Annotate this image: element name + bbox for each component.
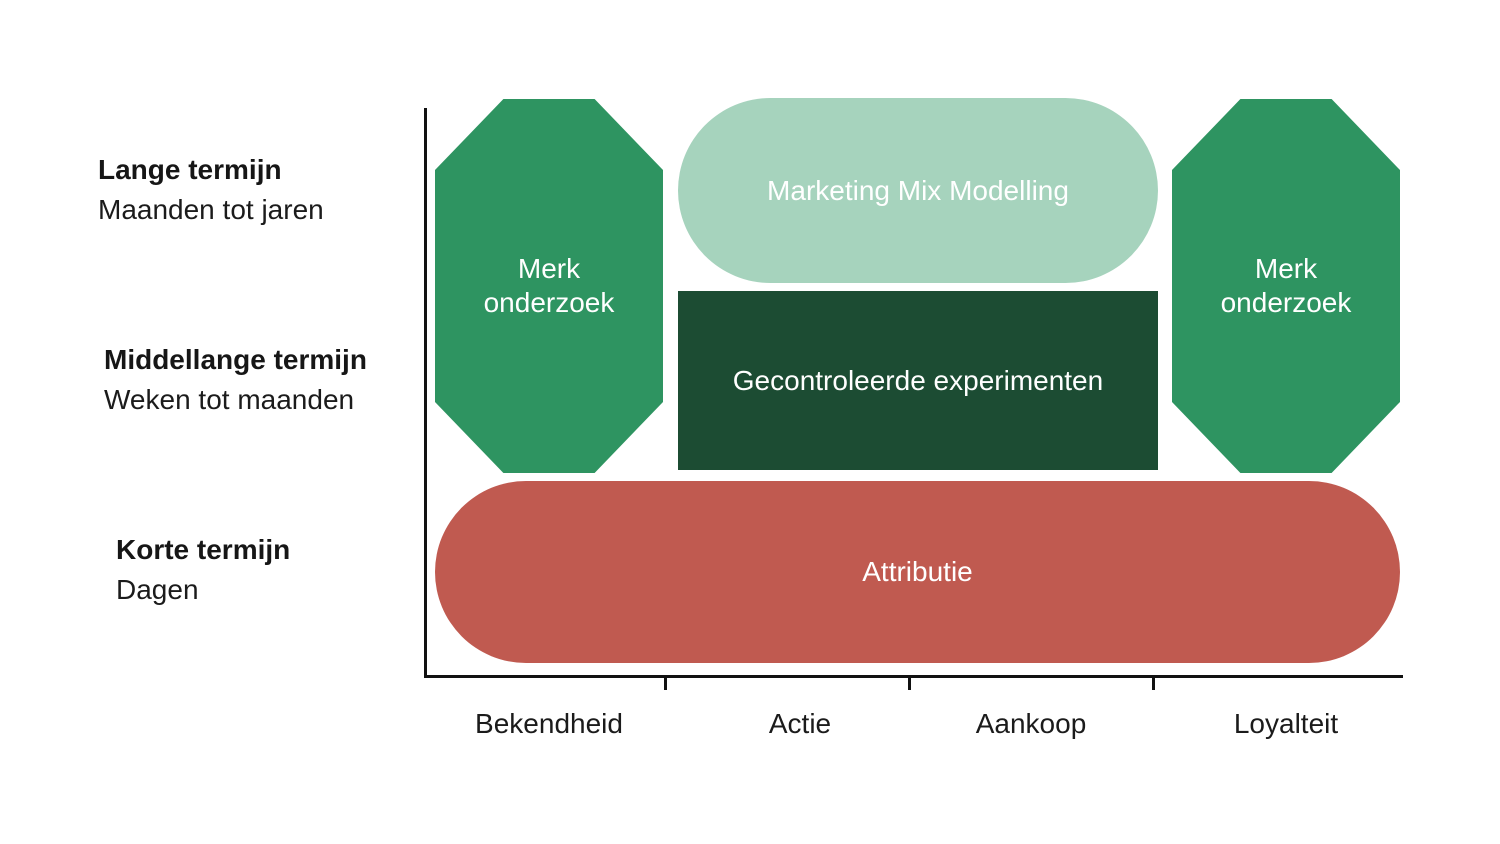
- x-axis-tick: [664, 675, 667, 690]
- shape-label: Merk onderzoek: [1220, 253, 1352, 318]
- shape-merk-onderzoek-right: Merk onderzoek: [1172, 99, 1400, 473]
- x-axis-label-loyalteit: Loyalteit: [1233, 708, 1339, 739]
- y-axis-subtitle: Maanden tot jaren: [98, 194, 324, 225]
- y-axis-row-lange-termijn: Lange termijn Maanden tot jaren: [98, 150, 324, 230]
- y-axis-subtitle: Dagen: [116, 574, 199, 605]
- x-axis-label-aankoop: Aankoop: [975, 708, 1087, 739]
- y-axis-row-korte-termijn: Korte termijn Dagen: [116, 530, 290, 610]
- shape-gecontroleerde-experimenten: Gecontroleerde experimenten: [678, 291, 1158, 470]
- x-axis-line: [424, 675, 1403, 678]
- x-axis-tick: [908, 675, 911, 690]
- x-axis-label-bekendheid: Bekendheid: [475, 708, 623, 739]
- shape-label: Gecontroleerde experimenten: [732, 364, 1104, 396]
- shape-attributie: Attributie: [435, 481, 1400, 663]
- y-axis-title: Middellange termijn: [104, 344, 367, 375]
- y-axis-subtitle: Weken tot maanden: [104, 384, 355, 415]
- shape-marketing-mix-modelling: Marketing Mix Modelling: [678, 98, 1158, 283]
- shape-label: Merk onderzoek: [483, 253, 615, 318]
- y-axis-row-middellange-termijn: Middellange termijn Weken tot maanden: [104, 340, 367, 420]
- y-axis-title: Lange termijn: [98, 154, 282, 185]
- y-axis-title: Korte termijn: [116, 534, 291, 565]
- x-axis-label-actie: Actie: [768, 708, 832, 739]
- shape-label: Attributie: [862, 556, 973, 587]
- shape-merk-onderzoek-left: Merk onderzoek: [435, 99, 663, 473]
- x-axis-tick: [1152, 675, 1155, 690]
- shape-label: Marketing Mix Modelling: [767, 174, 1069, 206]
- y-axis-line: [424, 108, 427, 678]
